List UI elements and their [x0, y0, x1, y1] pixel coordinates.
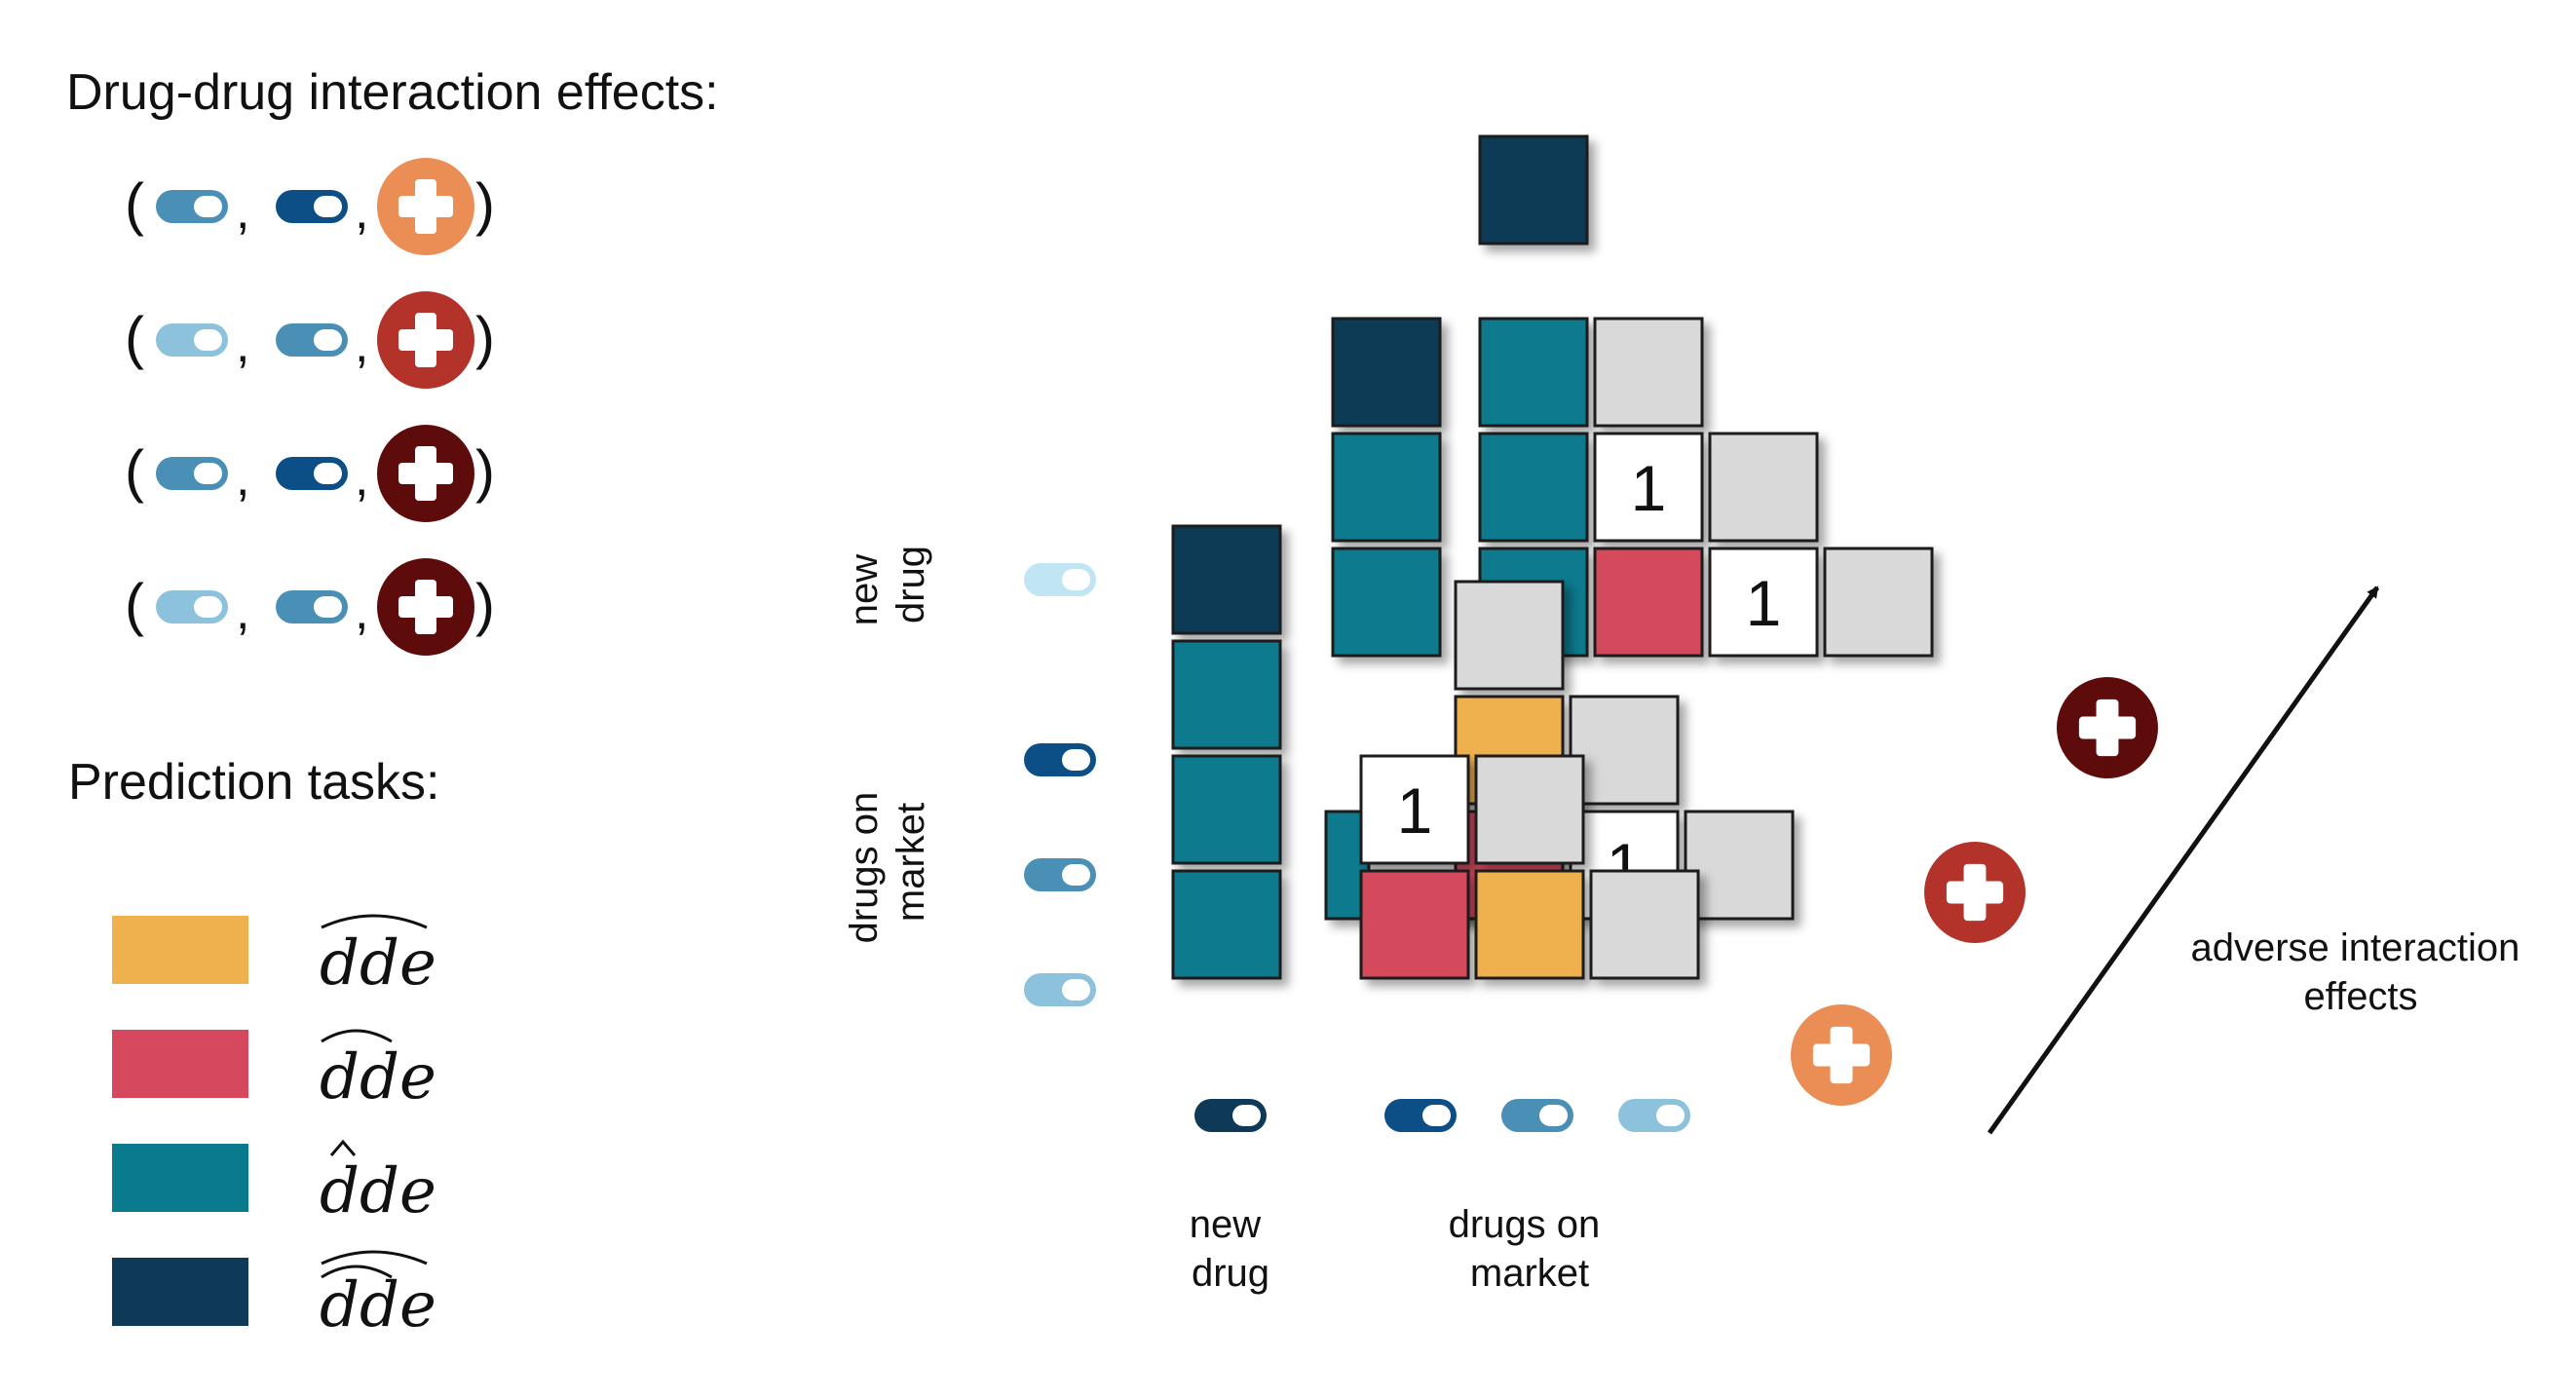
tensor-cell: 1 — [1593, 432, 1704, 543]
paren-open: ( — [125, 305, 144, 370]
row-drug-pill-icon — [1024, 743, 1096, 776]
drug-pill-icon — [276, 590, 348, 623]
adverse-effects-arrow — [1987, 586, 2380, 1135]
col-label-drugs-on-market: drugs on market — [1449, 1203, 1611, 1295]
hat-mark — [321, 1029, 393, 1043]
tensor-cell — [1684, 810, 1795, 921]
side-effect-icon — [377, 425, 474, 522]
effect-row: (,,) — [125, 291, 495, 389]
tensor-cell — [1171, 524, 1282, 635]
layer-side-effect-icon — [1924, 842, 2026, 943]
tensor-cell — [1171, 754, 1282, 865]
legend-swatch — [112, 916, 248, 984]
comma: , — [355, 183, 368, 240]
side-effect-icon — [377, 558, 474, 656]
comma: , — [355, 317, 368, 373]
col-drug-pill-icon — [1501, 1099, 1573, 1132]
layer-side-effect-icon — [1791, 1004, 1892, 1106]
legend-label: dde — [320, 1269, 436, 1341]
tensor-cell — [1478, 432, 1589, 543]
drug-pill-icon — [156, 457, 228, 490]
side-effect-icon — [377, 158, 474, 255]
row-drug-pill-icon — [1024, 973, 1096, 1006]
comma: , — [236, 317, 249, 373]
tensor-cell — [1569, 695, 1680, 806]
drug-pill-icon — [276, 457, 348, 490]
legend-item: dde — [112, 1250, 436, 1341]
legend-swatch — [112, 1144, 248, 1212]
layer-side-effect-icon — [2057, 677, 2158, 778]
comma: , — [355, 450, 368, 507]
paren-open: ( — [125, 438, 144, 504]
effect-row: (,,) — [125, 558, 495, 656]
tensor-cell — [1589, 869, 1700, 980]
paren-close: ) — [475, 438, 495, 504]
legend-item: dde — [112, 1029, 436, 1114]
tensor-cell — [1171, 639, 1282, 750]
tensor-cell — [1331, 317, 1442, 428]
tensor-cell — [1331, 547, 1442, 658]
comma: , — [236, 183, 249, 240]
col-drug-pill-icon — [1618, 1099, 1690, 1132]
side-effect-icon — [377, 291, 474, 389]
paren-open: ( — [125, 171, 144, 237]
drug-pill-icon — [276, 190, 348, 223]
effect-row: (,,) — [125, 425, 495, 522]
col-label-new-drug: new drug — [1190, 1203, 1272, 1295]
legend-item: dde — [112, 914, 436, 1000]
effect-row: (,,) — [125, 158, 495, 255]
tensor-cell — [1474, 754, 1585, 865]
drug-pill-icon — [156, 590, 228, 623]
tensor-cell — [1171, 869, 1282, 980]
hat-mark — [321, 1250, 428, 1279]
row-drug-pill-icon — [1024, 858, 1096, 891]
arrow-label: adverse interaction effects — [2190, 926, 2530, 1018]
tensor-cell — [1823, 547, 1934, 658]
col-drug-pill-icon — [1194, 1099, 1267, 1132]
tensor-cell — [1593, 317, 1704, 428]
tensor-cell — [1359, 869, 1470, 980]
paren-close: ) — [475, 572, 495, 637]
legend-swatch — [112, 1258, 248, 1326]
legend-swatch — [112, 1030, 248, 1098]
hat-mark — [329, 1139, 357, 1156]
legend-label: dde — [320, 1155, 436, 1228]
tensor-cell — [1708, 432, 1819, 543]
prediction-task-legend: dde dde dde dde — [112, 914, 436, 1341]
row-label-new-drug: new drug — [843, 544, 932, 626]
row-label-drugs-on-market: drugs on market — [843, 781, 932, 944]
tensor-cell: 1 — [1708, 547, 1819, 658]
row-drug-pill-icon — [1024, 563, 1096, 596]
col-drug-pill-icon — [1384, 1099, 1457, 1132]
effects-heading: Drug-drug interaction effects: — [66, 64, 719, 121]
tensor-cell: 1 — [1359, 754, 1470, 865]
cell-value: 1 — [1631, 452, 1667, 524]
tensor-cell — [1593, 547, 1704, 658]
paren-open: ( — [125, 572, 144, 637]
tensor-cell — [1331, 432, 1442, 543]
legend-label: dde — [320, 927, 436, 1000]
paren-close: ) — [475, 171, 495, 237]
comma: , — [355, 584, 368, 640]
tensor-cell — [1478, 134, 1589, 246]
cell-value: 1 — [1397, 775, 1433, 847]
tensor-cell — [1454, 580, 1565, 691]
tensor-cell — [1474, 869, 1585, 980]
legend-label: dde — [320, 1041, 436, 1114]
cell-value: 1 — [1746, 567, 1782, 639]
paren-close: ) — [475, 305, 495, 370]
drug-pill-icon — [156, 323, 228, 357]
effects-list: (,,)(,,)(,,)(,,) — [125, 158, 495, 656]
drug-pill-icon — [156, 190, 228, 223]
tensor-cell — [1478, 317, 1589, 428]
comma: , — [236, 450, 249, 507]
legend-item: dde — [112, 1139, 436, 1228]
hat-mark — [321, 914, 428, 929]
comma: , — [236, 584, 249, 640]
drug-pill-icon — [276, 323, 348, 357]
tasks-heading: Prediction tasks: — [68, 754, 440, 811]
